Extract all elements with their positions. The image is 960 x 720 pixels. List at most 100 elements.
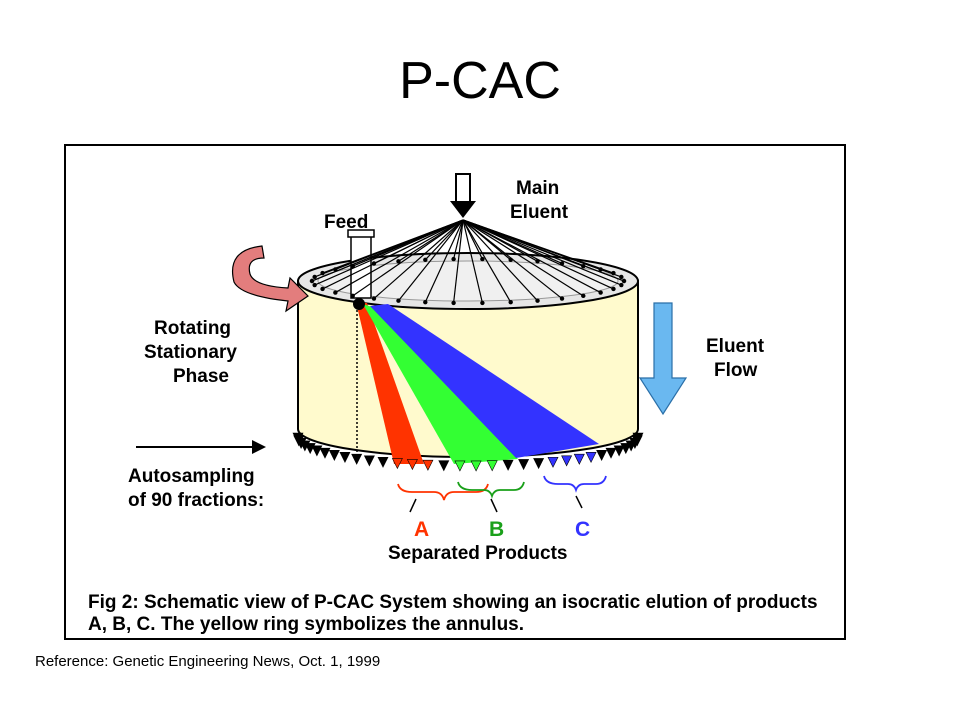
eluent-line-tip	[611, 286, 616, 292]
eluent-flow-label-line2: Flow	[714, 360, 757, 381]
product-c-label: C	[575, 518, 590, 541]
eluent-line-tip	[312, 274, 317, 280]
brace-a-tick	[409, 498, 417, 513]
eluent-line	[462, 219, 563, 264]
eluent-line	[335, 219, 464, 294]
figure-frame: Main Eluent Feed Rotating Stationary Pha…	[64, 144, 846, 640]
fraction-triangle	[311, 445, 323, 457]
eluent-line-tip	[451, 256, 456, 262]
eluent-line-tip	[451, 300, 456, 306]
main-eluent-arrow-head	[450, 201, 476, 218]
eluent-line-tip	[333, 290, 338, 295]
eluent-line	[462, 219, 512, 303]
product-brace-group	[397, 475, 607, 513]
fraction-triangle	[518, 459, 530, 471]
product-b-label: B	[489, 518, 504, 541]
product-a-band	[356, 302, 424, 464]
eluent-line	[314, 219, 464, 286]
figure-caption: Fig 2: Schematic view of P-CAC System sh…	[88, 592, 818, 635]
eluent-line-tip	[320, 270, 325, 276]
eluent-line	[462, 219, 584, 297]
autosampling-label-line2: of 90 fractions:	[128, 490, 264, 511]
feed-point	[353, 298, 365, 310]
fraction-triangle	[339, 452, 351, 463]
main-eluent-label-line2: Eluent	[510, 202, 569, 223]
product-a-label: A	[414, 518, 429, 541]
eluent-line	[462, 219, 512, 261]
eluent-line-tip	[619, 282, 624, 288]
rotation-arrow-icon	[232, 245, 309, 313]
reference-text: Reference: Genetic Engineering News, Oct…	[35, 653, 381, 670]
eluent-line-tip	[320, 286, 325, 292]
eluent-line-tip	[619, 274, 624, 280]
fraction-triangle	[470, 460, 482, 472]
rotating-label-line1: Rotating	[154, 318, 231, 339]
fraction-triangle	[561, 455, 573, 467]
fraction-triangle	[502, 459, 514, 471]
eluent-flow-arrow-icon	[638, 302, 688, 416]
fraction-triangle	[406, 459, 418, 471]
fraction-triangle	[351, 453, 363, 465]
fraction-triangle	[422, 459, 434, 471]
fraction-collection-triangles	[292, 432, 644, 472]
eluent-line-tip	[559, 261, 565, 266]
fraction-triangle	[377, 456, 389, 468]
autosampling-label-line1: Autosampling	[128, 466, 255, 487]
product-b-band	[363, 304, 518, 464]
brace-c-tick	[575, 495, 583, 509]
main-eluent-label-line1: Main	[516, 178, 559, 199]
rotating-label-line3: Phase	[173, 366, 229, 387]
eluent-line	[352, 219, 464, 297]
fraction-triangle	[391, 458, 403, 470]
brace-b-tick	[490, 498, 498, 513]
eluent-line	[462, 219, 483, 260]
fraction-triangle	[363, 455, 375, 467]
feed-label: Feed	[324, 212, 368, 233]
eluent-line-tip	[559, 296, 565, 301]
eluent-line-tip	[309, 278, 315, 284]
separated-products-label: Separated Products	[388, 543, 568, 564]
fraction-triangle	[454, 460, 466, 472]
fraction-triangle	[328, 450, 340, 461]
eluent-line-tip	[423, 299, 428, 305]
eluent-line	[462, 219, 483, 304]
eluent-line	[462, 219, 622, 286]
eluent-flow-label-line1: Eluent	[706, 336, 765, 357]
eluent-line	[424, 219, 464, 261]
fraction-triangle	[596, 450, 608, 461]
fraction-triangle	[613, 445, 625, 457]
fraction-triangle	[605, 447, 617, 459]
eluent-line	[311, 219, 464, 282]
eluent-line-tip	[535, 259, 540, 264]
autosampling-arrow-head	[252, 440, 266, 454]
eluent-line-tip	[423, 257, 428, 263]
eluent-line-tip	[396, 298, 401, 303]
eluent-line-tip	[581, 293, 586, 299]
fraction-triangle	[319, 447, 331, 459]
eluent-line-tip	[396, 259, 401, 264]
fraction-triangle	[533, 458, 545, 470]
fraction-triangle	[573, 453, 585, 465]
eluent-line-tip	[480, 256, 485, 262]
eluent-line	[453, 219, 464, 303]
eluent-line-tip	[480, 300, 485, 306]
eluent-distribution-lines	[309, 219, 627, 306]
eluent-line	[373, 219, 464, 300]
fraction-triangle	[585, 452, 597, 463]
feed-cap	[347, 229, 375, 238]
fraction-triangle	[632, 432, 644, 444]
eluent-line-tip	[312, 282, 317, 288]
eluent-line-tip	[598, 290, 603, 295]
eluent-line-tip	[535, 298, 540, 303]
slide-title: P-CAC	[399, 52, 561, 110]
eluent-line	[424, 219, 464, 303]
brace-a	[397, 483, 489, 501]
fraction-triangle	[486, 460, 498, 472]
product-c-band	[370, 304, 599, 458]
eluent-line	[462, 219, 538, 302]
eluent-line-tip	[508, 257, 513, 263]
eluent-line	[462, 219, 625, 282]
eluent-line-tip	[621, 278, 627, 284]
eluent-line	[462, 219, 538, 262]
brace-b	[457, 481, 525, 499]
